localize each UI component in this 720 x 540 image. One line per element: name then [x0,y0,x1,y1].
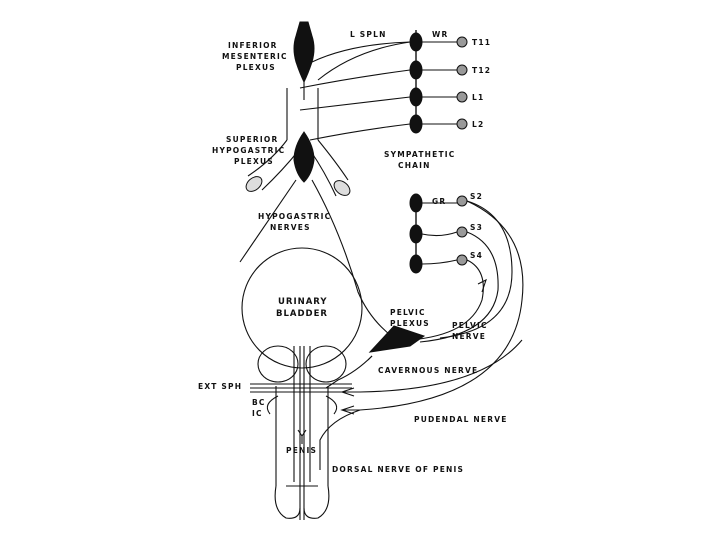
label-wr: WR [432,30,448,39]
label-urinary-bladder-2: BLADDER [276,309,328,319]
label-s3: S3 [470,223,483,232]
label-pudendal-nerve: PUDENDAL NERVE [414,415,508,424]
label-bc: BC [252,398,266,407]
external-sphincter [250,383,352,393]
label-pelvic-plexus-1: PELVIC [390,308,426,317]
label-inferior-mesenteric-1: INFERIOR [228,41,278,50]
label-l2: L2 [472,120,484,129]
label-cavernous-nerve: CAVERNOUS NERVE [378,366,478,375]
urinary-bladder-shape [241,247,363,369]
label-sympathetic-1: SYMPATHETIC [384,150,455,159]
label-dorsal-nerve: DORSAL NERVE OF PENIS [332,465,464,474]
label-inferior-mesenteric-3: PLEXUS [236,63,276,72]
label-hypogastric-nerves-1: HYPOGASTRIC [258,212,331,221]
sacral-ganglia [359,193,524,411]
label-superior-hypogastric-1: SUPERIOR [226,135,278,144]
superior-hypogastric-plexus-shape [293,131,315,183]
pelvic-plexus-shape [368,325,426,353]
label-t12: T12 [472,66,491,75]
label-superior-hypogastric-3: PLEXUS [234,157,274,166]
label-ic: IC [252,409,263,418]
label-pelvic-nerve-2: NERVE [452,332,486,341]
penis-structure [274,346,330,520]
label-pelvic-plexus-2: PLEXUS [390,319,430,328]
label-penis: PENIS [286,446,317,455]
label-t11: T11 [472,38,491,47]
sympathetic-chain [299,30,468,141]
label-pelvic-nerve-1: PELVIC [452,321,488,330]
label-s2: S2 [470,192,483,201]
inferior-mesenteric-plexus-shape [293,21,315,84]
label-gr: GR [432,197,446,206]
label-s4: S4 [470,251,483,260]
label-l-spln: L SPLN [350,30,387,39]
label-inferior-mesenteric-2: MESENTERIC [222,52,288,61]
label-sympathetic-2: CHAIN [398,161,431,170]
label-superior-hypogastric-2: HYPOGASTRIC [212,146,285,155]
labels: INFERIOR MESENTERIC PLEXUS L SPLN WR T11… [198,30,508,474]
label-urinary-bladder-1: URINARY [278,297,328,307]
label-l1: L1 [472,93,484,102]
label-ext-sph: EXT SPH [198,382,242,391]
label-hypogastric-nerves-2: NERVES [270,223,311,232]
